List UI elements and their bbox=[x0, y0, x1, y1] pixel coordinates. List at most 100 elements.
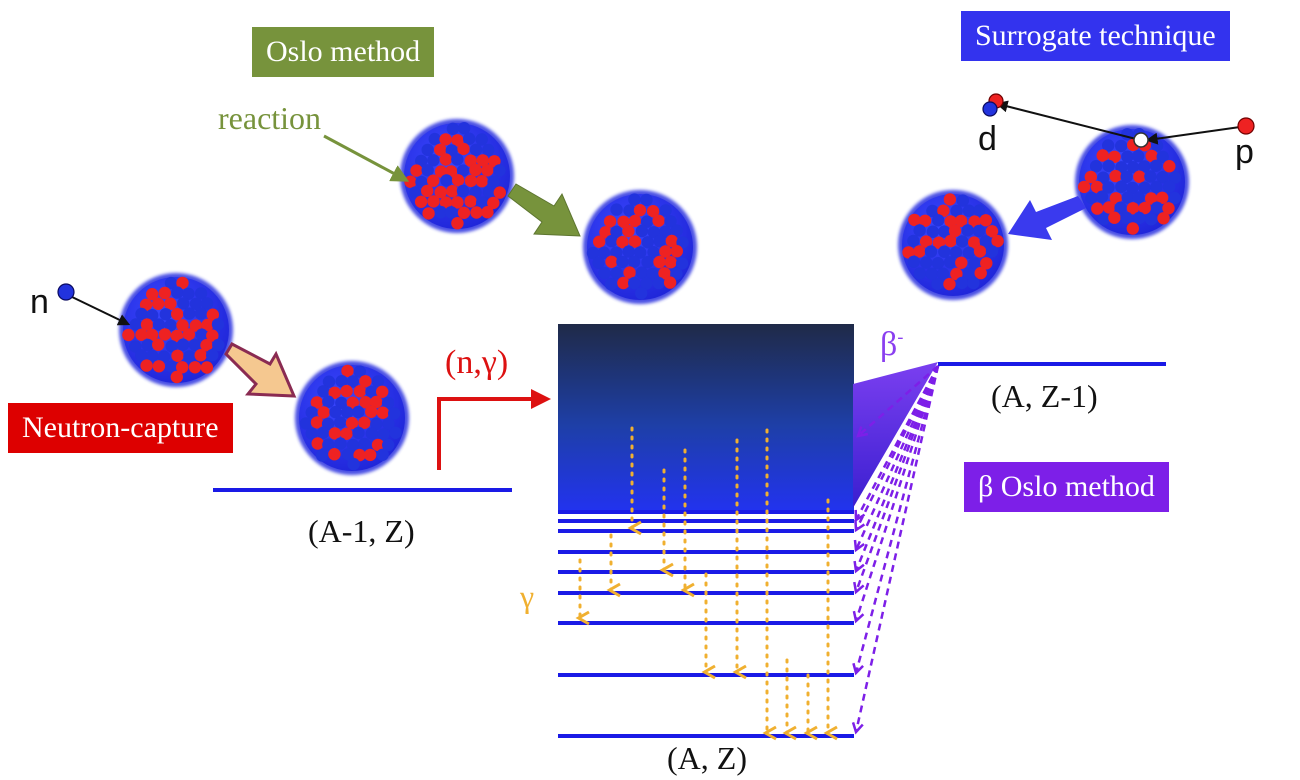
nucleon bbox=[475, 133, 488, 146]
nucleus-icon bbox=[295, 361, 409, 475]
nucleus-az-label: (A, Z) bbox=[667, 740, 747, 776]
nucleon bbox=[346, 396, 359, 409]
nucleon bbox=[427, 174, 440, 187]
nucleon bbox=[1126, 161, 1140, 174]
nucleon bbox=[628, 193, 641, 206]
nucleon bbox=[1089, 160, 1103, 173]
nucleon bbox=[183, 350, 196, 363]
nucleon bbox=[176, 361, 189, 374]
nucleon bbox=[317, 385, 330, 398]
nucleon bbox=[647, 246, 660, 259]
nucleon bbox=[616, 235, 629, 249]
nucleon bbox=[1102, 159, 1115, 173]
nucleon bbox=[622, 245, 635, 258]
nucleon bbox=[968, 257, 981, 270]
nucleon bbox=[1115, 161, 1128, 174]
nucleon bbox=[422, 207, 435, 220]
nucleon bbox=[140, 318, 154, 331]
nucleon bbox=[1084, 170, 1097, 184]
nucleus-icon bbox=[400, 119, 514, 233]
nucleon bbox=[376, 385, 389, 398]
nucleon bbox=[145, 328, 159, 342]
nucleon bbox=[188, 338, 202, 351]
nucleon bbox=[1138, 181, 1151, 194]
nucleon bbox=[991, 234, 1004, 248]
nucleon bbox=[646, 267, 659, 281]
nucleon bbox=[1121, 150, 1134, 163]
particle-dot-icon bbox=[1237, 117, 1255, 135]
nucleon bbox=[1144, 192, 1158, 205]
nucleon bbox=[183, 307, 196, 320]
nucleon bbox=[659, 245, 672, 258]
nucleon bbox=[439, 153, 452, 166]
nucleon bbox=[135, 307, 148, 321]
nucleon bbox=[1138, 160, 1151, 173]
nucleon bbox=[463, 132, 476, 145]
nucleon bbox=[968, 215, 981, 228]
nucleon bbox=[464, 174, 478, 188]
nucleon bbox=[920, 256, 933, 269]
nucleon bbox=[913, 245, 926, 258]
particle-dot-icon bbox=[982, 101, 998, 117]
nucleon bbox=[907, 234, 920, 248]
nucleon bbox=[176, 338, 190, 351]
nucleon bbox=[1108, 211, 1121, 224]
nucleon bbox=[370, 417, 383, 431]
nucleon bbox=[464, 195, 477, 208]
nucleon bbox=[623, 204, 636, 217]
nucleon bbox=[341, 448, 355, 461]
nucleon bbox=[913, 224, 926, 237]
nucleon bbox=[1133, 211, 1146, 225]
nucleon bbox=[664, 215, 677, 228]
nucleon bbox=[316, 426, 330, 440]
nucleon bbox=[597, 246, 611, 259]
surrogate-arrow bbox=[1008, 196, 1086, 240]
beta-minus-sup: - bbox=[897, 326, 904, 347]
nucleon bbox=[605, 234, 618, 248]
nucleon bbox=[182, 287, 195, 300]
nucleon bbox=[164, 297, 177, 310]
nucleon bbox=[457, 206, 471, 219]
reaction-pointer-arrow bbox=[323, 134, 410, 182]
nucleon bbox=[182, 328, 196, 341]
nucleon bbox=[122, 328, 135, 342]
nucleon bbox=[652, 276, 665, 290]
nucleon bbox=[1121, 191, 1134, 204]
nucleus-icon bbox=[583, 190, 697, 304]
nucleon bbox=[158, 286, 171, 300]
nucleon bbox=[129, 318, 143, 331]
nucleon bbox=[341, 406, 354, 419]
nucleon bbox=[475, 175, 489, 188]
nucleon bbox=[1126, 202, 1140, 215]
nucleon bbox=[476, 196, 489, 209]
nucleon bbox=[445, 144, 458, 157]
nucleon bbox=[409, 186, 422, 199]
nucleon bbox=[943, 256, 957, 269]
nucleon bbox=[950, 204, 963, 218]
surrogate-technique-label: Surrogate technique bbox=[961, 11, 1230, 61]
nucleon bbox=[635, 224, 649, 238]
nucleon bbox=[944, 215, 957, 228]
nucleon bbox=[135, 328, 148, 341]
nucleon bbox=[979, 214, 992, 227]
nucleon bbox=[1133, 170, 1146, 183]
nucleon bbox=[353, 385, 367, 398]
nucleon bbox=[377, 428, 390, 441]
nucleon bbox=[1077, 180, 1091, 194]
nucleon bbox=[458, 122, 471, 135]
nucleon bbox=[1114, 201, 1127, 214]
nucleon bbox=[487, 175, 500, 189]
nucleon bbox=[170, 370, 183, 384]
nucleon bbox=[908, 213, 921, 227]
nucleon bbox=[616, 255, 629, 269]
nucleon bbox=[599, 226, 612, 239]
nucleon bbox=[164, 276, 178, 290]
nucleon bbox=[1149, 159, 1163, 172]
nucleon bbox=[1156, 191, 1169, 204]
nucleon bbox=[943, 277, 956, 291]
nucleon bbox=[451, 174, 465, 187]
beta-decay-arrows bbox=[851, 365, 940, 735]
nucleon bbox=[907, 255, 920, 268]
nucleon bbox=[635, 266, 649, 279]
